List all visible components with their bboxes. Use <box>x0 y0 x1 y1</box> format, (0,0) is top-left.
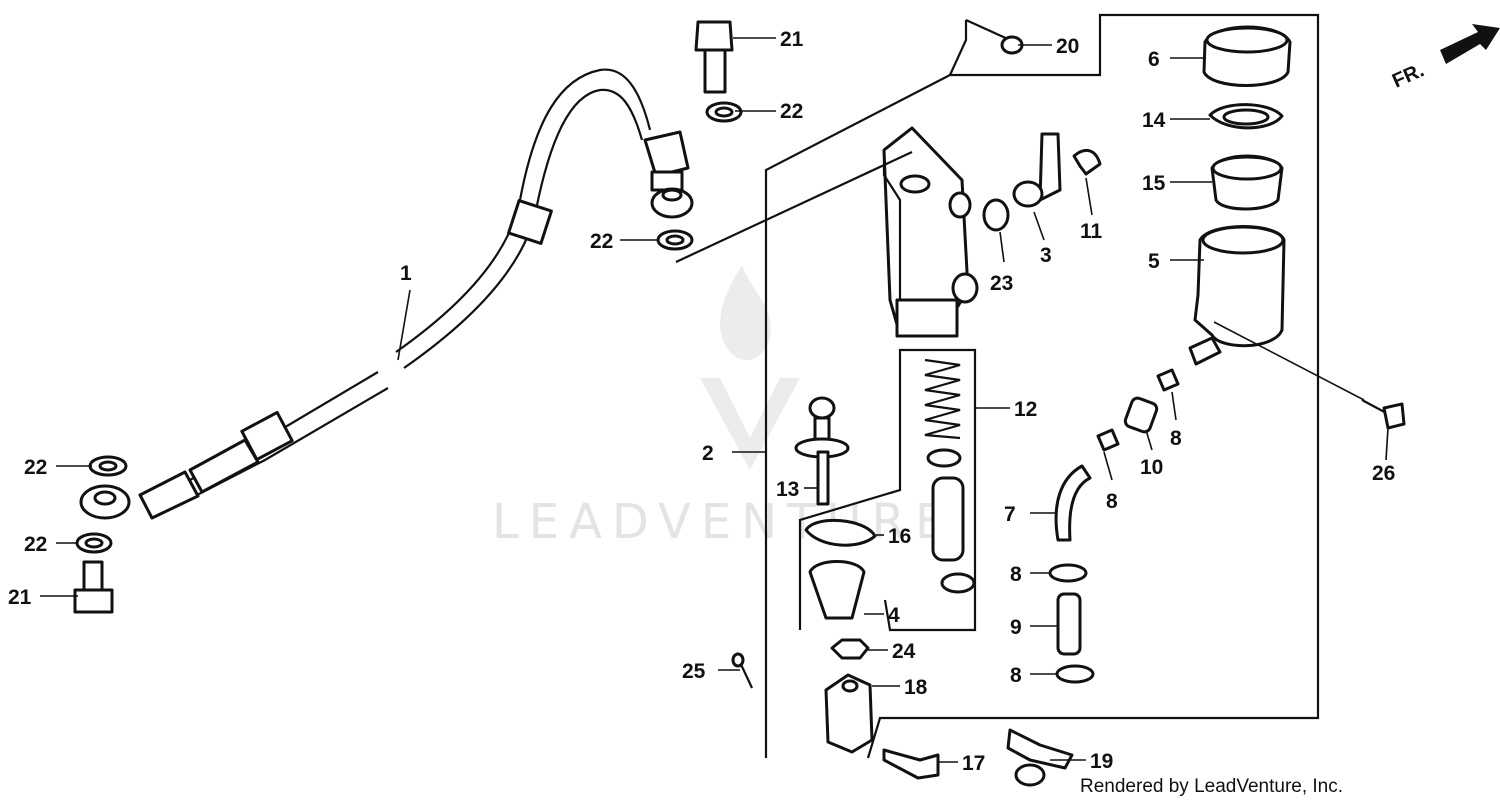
callout-4: 4 <box>888 604 900 627</box>
callout-14: 14 <box>1142 109 1166 132</box>
callout-22-top: 22 <box>780 100 803 123</box>
master-cylinder-body <box>882 126 979 338</box>
group-outline <box>675 13 1320 759</box>
direction-arrow: FR. <box>1389 24 1500 93</box>
callout-8-upper: 8 <box>1106 490 1118 513</box>
callout-13: 13 <box>776 478 799 501</box>
direction-label: FR. <box>1389 59 1427 92</box>
callout-21-top: 21 <box>780 28 804 51</box>
callout-18: 18 <box>904 676 928 699</box>
callout-16: 16 <box>888 525 911 548</box>
push-rod-group <box>794 396 877 620</box>
callout-21-left: 21 <box>8 586 32 609</box>
callout-19: 19 <box>1090 750 1113 773</box>
callout-labels: 21 22 22 1 22 22 21 20 6 14 15 5 3 11 23… <box>8 28 1395 775</box>
clevis-group <box>731 638 940 780</box>
credit-text: Rendered by LeadVenture, Inc. <box>1080 776 1343 797</box>
watermark-text: LEADVENTURE <box>492 494 955 550</box>
callout-10: 10 <box>1140 456 1163 479</box>
callout-2: 2 <box>702 442 714 465</box>
washers-bolts <box>73 20 743 614</box>
callout-8-lower: 8 <box>1010 664 1022 687</box>
callout-3: 3 <box>1040 244 1052 267</box>
callout-20: 20 <box>1056 35 1079 58</box>
callout-22-left-upper: 22 <box>24 456 47 479</box>
callout-25: 25 <box>682 660 706 683</box>
callout-1: 1 <box>400 262 412 285</box>
callout-6: 6 <box>1148 48 1160 71</box>
brake-hose <box>79 68 694 520</box>
callout-24: 24 <box>892 640 916 663</box>
callout-15: 15 <box>1142 172 1166 195</box>
callout-8-mid: 8 <box>1010 563 1022 586</box>
leader-lines <box>40 37 1389 763</box>
spring <box>924 358 976 594</box>
reservoir-group <box>1188 25 1292 366</box>
callout-26: 26 <box>1372 462 1395 485</box>
watermark: LEADVENTURE <box>492 265 955 550</box>
hose-clamp-group <box>1006 368 1180 787</box>
callout-5: 5 <box>1148 250 1160 273</box>
callout-7: 7 <box>1004 503 1016 526</box>
callout-12: 12 <box>1014 398 1037 421</box>
callout-8-top: 8 <box>1170 427 1182 450</box>
callout-9: 9 <box>1010 616 1022 639</box>
callout-22-left-lower: 22 <box>24 533 47 556</box>
bolts-right <box>965 18 1406 430</box>
callout-22-mid: 22 <box>590 230 613 253</box>
callout-11: 11 <box>1080 220 1103 243</box>
callout-23: 23 <box>990 272 1013 295</box>
fitting-group <box>982 132 1102 232</box>
callout-17: 17 <box>962 752 985 775</box>
